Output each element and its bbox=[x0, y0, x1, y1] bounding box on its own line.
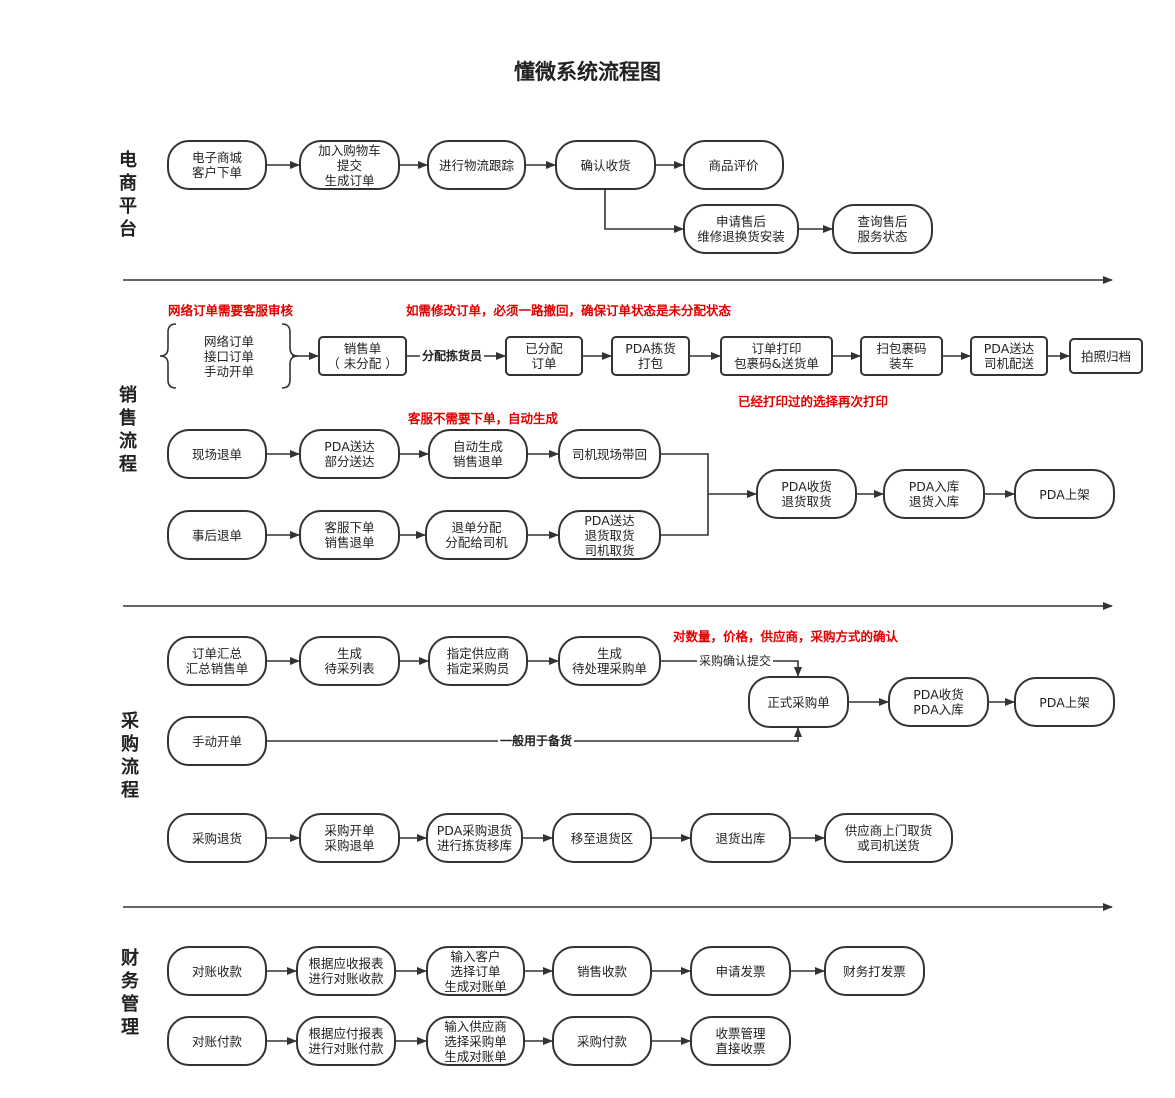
node-s0[interactable]: 网络订单 接口订单 手动开单 bbox=[203, 333, 254, 379]
node-p7[interactable]: PDA上架 bbox=[1014, 677, 1115, 727]
node-p8[interactable]: 手动开单 bbox=[167, 716, 267, 766]
edge-label-assign-picker: 分配拣货员 bbox=[420, 349, 485, 363]
node-r5[interactable]: 事后退单 bbox=[167, 510, 267, 560]
node-r6[interactable]: 客服下单 销售退单 bbox=[299, 510, 400, 560]
node-r7[interactable]: 退单分配 分配给司机 bbox=[425, 510, 528, 560]
node-f4[interactable]: 销售收款 bbox=[552, 946, 652, 996]
node-e2[interactable]: 加入购物车 提交 生成订单 bbox=[299, 140, 400, 190]
section-label-ecommerce: 电商平台 bbox=[119, 150, 137, 240]
node-q1[interactable]: 采购退货 bbox=[167, 813, 267, 863]
right-brace bbox=[281, 323, 299, 389]
node-f2[interactable]: 根据应收报表 进行对账收款 bbox=[296, 946, 396, 996]
node-r3[interactable]: 自动生成 销售退单 bbox=[428, 429, 528, 479]
section-label-purchase: 采购流程 bbox=[121, 711, 139, 801]
note-reprint: 已经打印过的选择再次打印 bbox=[738, 394, 889, 409]
section-label-finance: 财务管理 bbox=[121, 948, 139, 1038]
node-e1[interactable]: 电子商城 客户下单 bbox=[167, 140, 267, 190]
node-q2[interactable]: 采购开单 采购退单 bbox=[299, 813, 400, 863]
note-modify-order: 如需修改订单，必须一路撤回，确保订单状态是未分配状态 bbox=[406, 303, 732, 318]
node-s6[interactable]: PDA送达 司机配送 bbox=[970, 336, 1048, 376]
node-g2[interactable]: 根据应付报表 进行对账付款 bbox=[296, 1016, 396, 1066]
node-s2[interactable]: 已分配 订单 bbox=[505, 336, 583, 376]
left-brace bbox=[159, 323, 177, 389]
node-s1[interactable]: 销售单 （ 未分配 ） bbox=[318, 336, 407, 376]
node-r9[interactable]: PDA收货 退货取货 bbox=[756, 469, 857, 519]
node-g4[interactable]: 采购付款 bbox=[552, 1016, 652, 1066]
note-online-review: 网络订单需要客服审核 bbox=[168, 303, 294, 318]
node-r4[interactable]: 司机现场带回 bbox=[558, 429, 661, 479]
node-g1[interactable]: 对账付款 bbox=[167, 1016, 267, 1066]
node-s7[interactable]: 拍照归档 bbox=[1069, 338, 1143, 374]
node-q6[interactable]: 供应商上门取货 或司机送货 bbox=[824, 813, 953, 863]
node-g5[interactable]: 收票管理 直接收票 bbox=[690, 1016, 791, 1066]
node-r10[interactable]: PDA入库 退货入库 bbox=[883, 469, 985, 519]
node-q4[interactable]: 移至退货区 bbox=[552, 813, 652, 863]
edge-label-stock-prep: 一般用于备货 bbox=[498, 734, 575, 748]
node-p5[interactable]: 正式采购单 bbox=[748, 676, 849, 728]
node-r1[interactable]: 现场退单 bbox=[167, 429, 267, 479]
note-confirm-details: 对数量，价格，供应商，采购方式的确认 bbox=[673, 629, 899, 644]
node-e7[interactable]: 查询售后 服务状态 bbox=[832, 204, 933, 254]
node-s4[interactable]: 订单打印 包裹码&送货单 bbox=[720, 336, 833, 376]
node-f3[interactable]: 输入客户 选择订单 生成对账单 bbox=[426, 946, 525, 996]
node-r11[interactable]: PDA上架 bbox=[1014, 469, 1115, 519]
edge-label-purchase-confirm: 采购确认提交 bbox=[697, 654, 774, 668]
node-p3[interactable]: 指定供应商 指定采购员 bbox=[428, 636, 528, 686]
node-s3[interactable]: PDA拣货 打包 bbox=[611, 336, 690, 376]
node-p2[interactable]: 生成 待采列表 bbox=[299, 636, 400, 686]
section-label-sales: 销售流程 bbox=[119, 385, 137, 475]
node-r8[interactable]: PDA送达 退货取货 司机取货 bbox=[558, 510, 661, 560]
node-e4[interactable]: 确认收货 bbox=[555, 140, 656, 190]
node-r2[interactable]: PDA送达 部分送达 bbox=[299, 429, 400, 479]
diagram-title: 懂微系统流程图 bbox=[514, 60, 661, 84]
node-s5[interactable]: 扫包裹码 装车 bbox=[860, 336, 943, 376]
note-auto-generate: 客服不需要下单，自动生成 bbox=[408, 411, 559, 426]
node-g3[interactable]: 输入供应商 选择采购单 生成对账单 bbox=[426, 1016, 525, 1066]
node-p6[interactable]: PDA收货 PDA入库 bbox=[888, 677, 989, 727]
node-e5[interactable]: 商品评价 bbox=[683, 140, 784, 190]
node-e3[interactable]: 进行物流跟踪 bbox=[427, 140, 526, 190]
node-f6[interactable]: 财务打发票 bbox=[824, 946, 925, 996]
node-f1[interactable]: 对账收款 bbox=[167, 946, 267, 996]
node-e6[interactable]: 申请售后 维修退换货安装 bbox=[683, 204, 799, 254]
node-q5[interactable]: 退货出库 bbox=[690, 813, 791, 863]
node-q3[interactable]: PDA采购退货 进行拣货移库 bbox=[426, 813, 523, 863]
node-p1[interactable]: 订单汇总 汇总销售单 bbox=[167, 636, 267, 686]
node-f5[interactable]: 申请发票 bbox=[690, 946, 791, 996]
node-p4[interactable]: 生成 待处理采购单 bbox=[558, 636, 661, 686]
